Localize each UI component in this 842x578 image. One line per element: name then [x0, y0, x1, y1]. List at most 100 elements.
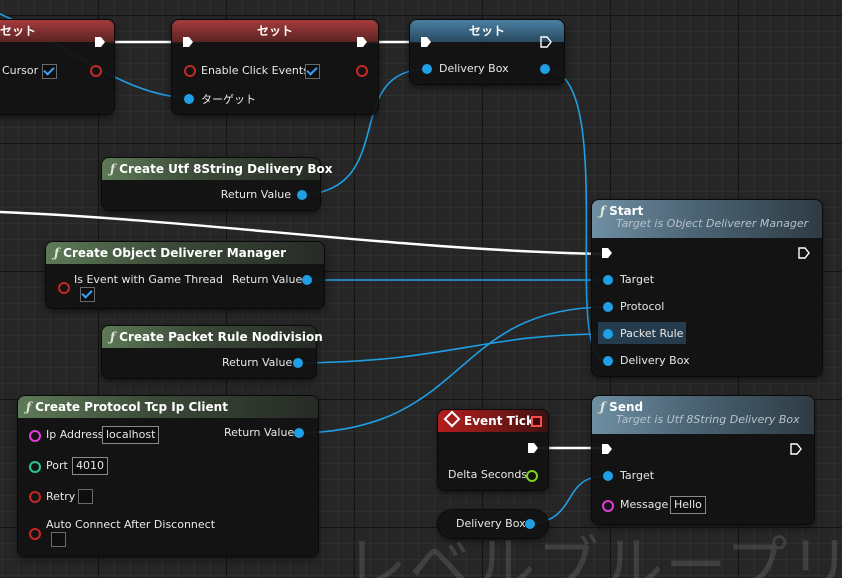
auto-connect-label: Auto Connect After Disconnect — [46, 518, 216, 531]
event-tick-node[interactable]: Event Tick Delta Seconds — [438, 410, 548, 490]
enable-click-in-pin[interactable] — [184, 65, 196, 77]
set-node-right[interactable]: セット Delivery Box — [410, 20, 564, 84]
event-tick-header: Event Tick — [438, 410, 548, 432]
message-input[interactable]: Hello — [670, 496, 706, 514]
delivery-box-pin[interactable] — [603, 356, 613, 366]
delta-seconds-pin[interactable] — [526, 470, 538, 482]
set-node-middle-header: セット — [172, 20, 378, 42]
port-pin[interactable] — [29, 461, 41, 473]
cursor-out-pin[interactable] — [90, 65, 102, 77]
delivery-box-var-pin[interactable] — [525, 519, 535, 529]
exec-out-pin[interactable] — [790, 443, 802, 455]
port-label: Port — [46, 459, 68, 472]
wire-packetrule-to-start — [297, 333, 607, 364]
packet-rule-label: Packet Rule — [620, 327, 684, 340]
function-icon: ƒ — [110, 330, 116, 344]
return-value-label: Return Value — [220, 188, 291, 201]
send-title: Send — [609, 400, 644, 414]
delivery-box-variable-node[interactable]: Delivery Box — [438, 510, 548, 538]
function-icon: ƒ — [600, 400, 606, 414]
ip-address-label: Ip Address — [46, 428, 104, 441]
function-icon: ƒ — [26, 400, 32, 414]
cursor-label: Cursor — [2, 64, 39, 77]
create-tcp-title: Create Protocol Tcp Ip Client — [35, 400, 228, 414]
return-value-pin[interactable] — [293, 358, 303, 368]
delivery-box-label: Delivery Box — [439, 62, 509, 75]
game-thread-checkbox[interactable] — [80, 287, 95, 302]
packet-rule-highlight — [598, 322, 686, 344]
retry-checkbox[interactable] — [78, 489, 93, 504]
exec-in-pin[interactable] — [601, 247, 613, 259]
set-node-middle[interactable]: セット Enable Click Events ターゲット — [172, 20, 378, 114]
ip-address-input[interactable]: localhost — [102, 426, 160, 444]
return-value-label: Return Value — [232, 273, 303, 286]
enable-click-checkbox[interactable] — [305, 64, 320, 79]
protocol-pin[interactable] — [603, 302, 613, 312]
message-label: Message — [620, 498, 669, 511]
exec-in-pin[interactable] — [420, 36, 432, 48]
target-label: Target — [620, 273, 655, 286]
target-in-pin[interactable] — [184, 94, 194, 104]
return-value-pin[interactable] — [294, 428, 304, 438]
set-node-left-title: セット — [0, 24, 37, 38]
game-thread-label: Is Event with Game Thread — [74, 273, 224, 286]
retry-pin[interactable] — [29, 491, 41, 503]
exec-in-pin[interactable] — [601, 443, 613, 455]
exec-out-pin[interactable] — [798, 247, 810, 259]
auto-connect-pin[interactable] — [29, 528, 41, 540]
return-value-pin[interactable] — [302, 275, 312, 285]
target-label: Target — [620, 469, 655, 482]
create-manager-title: Create Object Deliverer Manager — [63, 246, 287, 260]
return-value-pin[interactable] — [297, 190, 307, 200]
event-icon — [443, 410, 461, 428]
retry-label: Retry — [46, 490, 76, 503]
create-packet-rule-title: Create Packet Rule Nodivision — [119, 330, 323, 344]
return-value-label: Return Value — [224, 426, 295, 439]
level-blueprint-watermark: レベルブループリン — [345, 529, 842, 578]
cursor-checkbox[interactable] — [42, 64, 57, 79]
packet-rule-pin[interactable] — [603, 329, 613, 339]
target-label: ターゲット — [201, 93, 256, 106]
start-title: Start — [609, 204, 644, 218]
exec-out-pin[interactable] — [527, 442, 539, 454]
port-input[interactable]: 4010 — [72, 457, 108, 475]
delta-seconds-label: Delta Seconds — [448, 468, 528, 481]
game-thread-in-pin[interactable] — [58, 282, 70, 294]
exec-out-pin[interactable] — [356, 36, 368, 48]
target-pin[interactable] — [603, 275, 613, 285]
set-node-left[interactable]: セット Cursor — [0, 20, 114, 114]
delivery-box-in-pin[interactable] — [422, 64, 432, 74]
exec-out-pin[interactable] — [540, 36, 552, 48]
set-node-left-header: セット — [0, 20, 114, 42]
delegate-pin-icon[interactable] — [531, 416, 542, 427]
ip-address-pin[interactable] — [29, 430, 41, 442]
delivery-box-var-label: Delivery Box — [456, 517, 526, 530]
event-tick-title: Event Tick — [464, 414, 535, 428]
exec-in-pin[interactable] — [182, 36, 194, 48]
auto-connect-checkbox[interactable] — [51, 532, 66, 547]
delivery-box-out-pin[interactable] — [540, 64, 550, 74]
function-icon: ƒ — [54, 246, 60, 260]
return-value-label: Return Value — [222, 356, 293, 369]
message-pin[interactable] — [602, 500, 614, 512]
enable-click-out-pin[interactable] — [356, 65, 368, 77]
target-pin[interactable] — [603, 471, 613, 481]
function-icon: ƒ — [600, 204, 606, 218]
exec-out-pin[interactable] — [94, 36, 106, 48]
delivery-box-label: Delivery Box — [620, 354, 690, 367]
protocol-label: Protocol — [620, 300, 665, 313]
set-node-right-header: セット — [410, 20, 564, 42]
